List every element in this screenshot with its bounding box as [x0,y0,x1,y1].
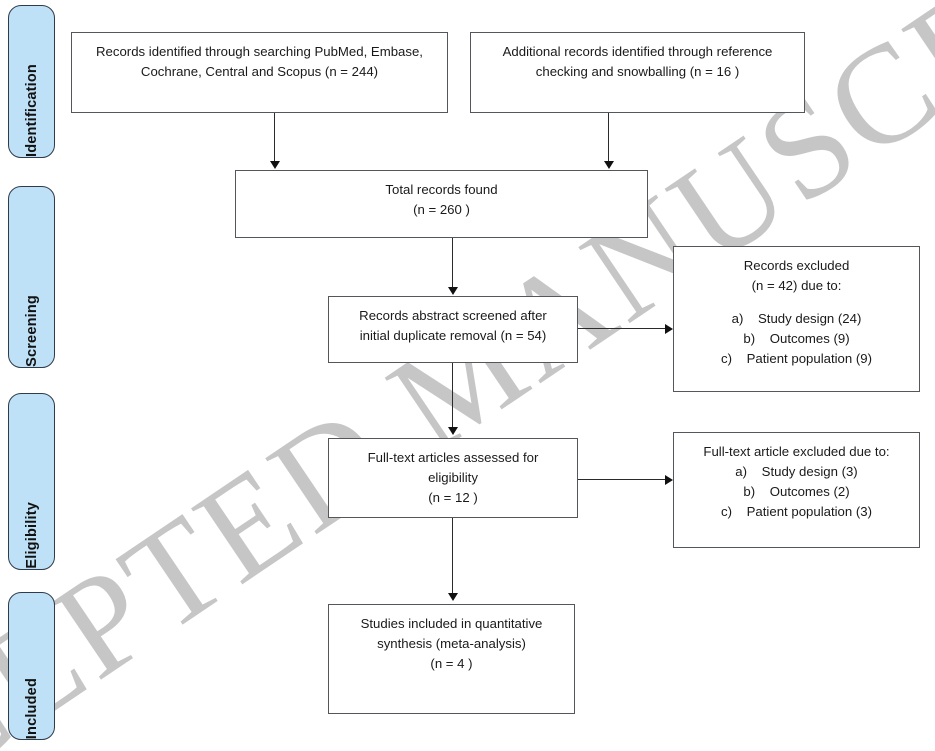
box-total-records-line2: (n = 260 ) [413,202,470,218]
fulltext-excluded-reason-a-text: Study design (3) [761,464,858,480]
connector-additional-to-total [608,113,610,163]
box-fulltext-assessed-line2: eligibility [428,470,478,486]
box-database-records: Records identified through searching Pub… [71,32,448,113]
records-excluded-reason-a: a) Study design (24) [674,309,919,329]
stage-label-screening-text: Screening [23,295,40,367]
records-excluded-reason-b: b) Outcomes (9) [674,329,919,349]
fulltext-excluded-reason-b-text: Outcomes (2) [769,484,850,500]
box-database-records-content: Records identified through searching Pub… [72,33,447,82]
arrow-additional-to-total [604,161,614,169]
box-additional-records-line1: Additional records identified through re… [502,44,773,59]
box-abstract-screened: Records abstract screened after initial … [328,296,578,363]
box-abstract-screened-line2: initial duplicate removal (n = 54) [359,328,547,344]
box-fulltext-assessed-content: Full-text articles assessed for eligibil… [329,439,577,508]
fulltext-excluded-reason-c-text: Patient population (3) [746,504,873,520]
connector-total-to-screened [452,238,454,288]
box-total-records: Total records found (n = 260 ) [235,170,648,238]
stage-label-eligibility: Eligibility [8,393,55,570]
box-additional-records-content: Additional records identified through re… [471,33,804,82]
arrow-fulltext-to-excluded [665,475,673,485]
arrow-screened-to-fulltext [448,427,458,435]
box-additional-records-line2: checking and snowballing (n = 16 ) [535,64,740,80]
box-studies-included-line2: synthesis (meta-analysis) [377,636,526,652]
records-excluded-reason-list: a) Study design (24) b) Outcomes (9) c) … [674,309,919,369]
box-studies-included-content: Studies included in quantitative synthes… [329,605,574,674]
fulltext-excluded-reason-c-marker: c) [720,504,732,520]
box-records-excluded-line2: (n = 42) due to: [751,278,842,294]
box-total-records-content: Total records found (n = 260 ) [236,171,647,220]
arrow-screened-to-excluded [665,324,673,334]
stage-label-included: Included [8,592,55,740]
fulltext-excluded-reason-c: c) Patient population (3) [674,502,919,522]
box-additional-records: Additional records identified through re… [470,32,805,113]
arrow-total-to-screened [448,287,458,295]
box-records-excluded-spacer [674,296,919,309]
records-excluded-reason-c: c) Patient population (9) [674,349,919,369]
stage-label-screening: Screening [8,186,55,368]
stage-label-included-text: Included [23,677,40,739]
stage-label-identification: Identification [8,5,55,158]
records-excluded-reason-b-marker: b) [743,331,756,347]
fulltext-excluded-reason-list: a) Study design (3) b) Outcomes (2) c) P… [674,462,919,522]
stage-label-eligibility-text: Eligibility [23,502,40,569]
connector-fulltext-to-included [452,518,454,594]
connector-fulltext-to-excluded [578,479,666,481]
box-fulltext-assessed-line1: Full-text articles assessed for [367,450,539,465]
box-database-records-line1: Records identified through searching Pub… [96,44,423,59]
records-excluded-reason-a-marker: a) [731,311,744,327]
box-fulltext-assessed: Full-text articles assessed for eligibil… [328,438,578,518]
box-abstract-screened-content: Records abstract screened after initial … [329,297,577,346]
box-fulltext-assessed-line3: (n = 12 ) [428,490,478,506]
connector-database-to-total [274,113,276,163]
box-studies-included-line3: (n = 4 ) [430,656,473,672]
records-excluded-reason-c-marker: c) [720,351,732,367]
records-excluded-reason-a-text: Study design (24) [758,311,862,327]
box-database-records-line2: Cochrane, Central and Scopus (n = 244) [140,64,379,80]
box-fulltext-excluded: Full-text article excluded due to: a) St… [673,432,920,548]
box-records-excluded-content: Records excluded (n = 42) due to: a) Stu… [674,247,919,369]
box-records-excluded-line1: Records excluded [743,258,850,273]
fulltext-excluded-reason-b: b) Outcomes (2) [674,482,919,502]
box-studies-included: Studies included in quantitative synthes… [328,604,575,714]
records-excluded-reason-c-text: Patient population (9) [746,351,873,367]
box-studies-included-line1: Studies included in quantitative [360,616,543,631]
box-fulltext-excluded-line1: Full-text article excluded due to: [703,444,890,459]
box-fulltext-excluded-content: Full-text article excluded due to: a) St… [674,433,919,522]
box-abstract-screened-line1: Records abstract screened after [359,308,547,323]
box-total-records-line1: Total records found [385,182,498,197]
stage-label-identification-text: Identification [23,63,40,157]
fulltext-excluded-reason-b-marker: b) [743,484,756,500]
fulltext-excluded-reason-a-marker: a) [735,464,748,480]
connector-screened-to-fulltext [452,363,454,427]
arrow-database-to-total [270,161,280,169]
arrow-fulltext-to-included [448,593,458,601]
connector-screened-to-excluded [578,328,666,330]
fulltext-excluded-reason-a: a) Study design (3) [674,462,919,482]
box-records-excluded: Records excluded (n = 42) due to: a) Stu… [673,246,920,392]
records-excluded-reason-b-text: Outcomes (9) [769,331,850,347]
